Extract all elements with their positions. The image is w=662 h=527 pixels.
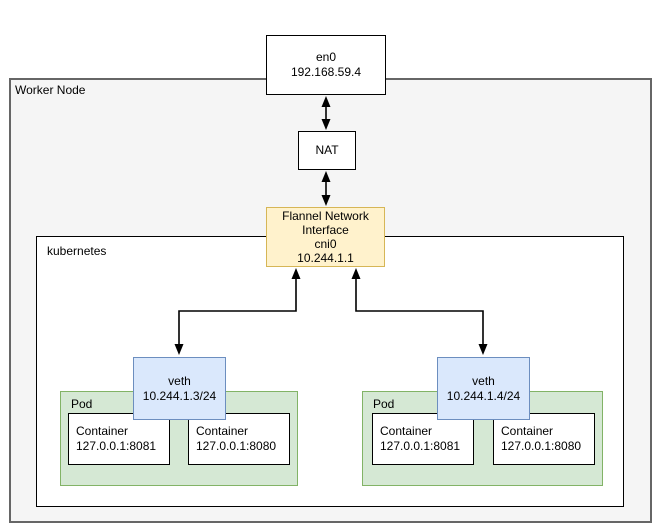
en0-ip: 192.168.59.4: [290, 65, 362, 79]
flannel-line-3: cni0: [314, 237, 337, 251]
container-address: 127.0.0.1:8081: [380, 439, 461, 453]
nat-label: NAT: [315, 143, 339, 157]
en0-node-box: en0 192.168.59.4: [266, 35, 386, 95]
pod-right-label: Pod: [373, 397, 395, 411]
container-name: Container: [196, 424, 249, 438]
container-box: Container 127.0.0.1:8081: [68, 413, 170, 465]
container-box: Container 127.0.0.1:8080: [493, 413, 595, 465]
veth-name: veth: [472, 373, 495, 388]
container-name: Container: [501, 424, 554, 438]
flannel-line-4: 10.244.1.1: [297, 251, 354, 265]
veth-cidr: 10.244.1.4/24: [446, 388, 521, 403]
container-box: Container 127.0.0.1:8080: [188, 413, 290, 465]
container-address: 127.0.0.1:8080: [196, 439, 277, 453]
container-address: 127.0.0.1:8081: [76, 439, 157, 453]
container-box: Container 127.0.0.1:8081: [372, 413, 474, 465]
nat-node-box: NAT: [298, 131, 356, 170]
kubernetes-label: kubernetes: [47, 244, 107, 258]
container-address: 127.0.0.1:8080: [501, 439, 582, 453]
pod-left-label: Pod: [71, 397, 93, 411]
veth-right-box: veth 10.244.1.4/24: [437, 357, 530, 420]
flannel-node-box: Flannel Network Interface cni0 10.244.1.…: [266, 207, 385, 267]
veth-name: veth: [168, 373, 191, 388]
worker-node-label: Worker Node: [15, 83, 86, 97]
flannel-line-1: Flannel Network: [282, 209, 369, 223]
veth-left-box: veth 10.244.1.3/24: [133, 357, 226, 420]
veth-cidr: 10.244.1.3/24: [142, 388, 217, 403]
container-name: Container: [380, 424, 433, 438]
flannel-line-2: Interface: [302, 223, 349, 237]
en0-name: en0: [315, 50, 337, 64]
container-name: Container: [76, 424, 129, 438]
